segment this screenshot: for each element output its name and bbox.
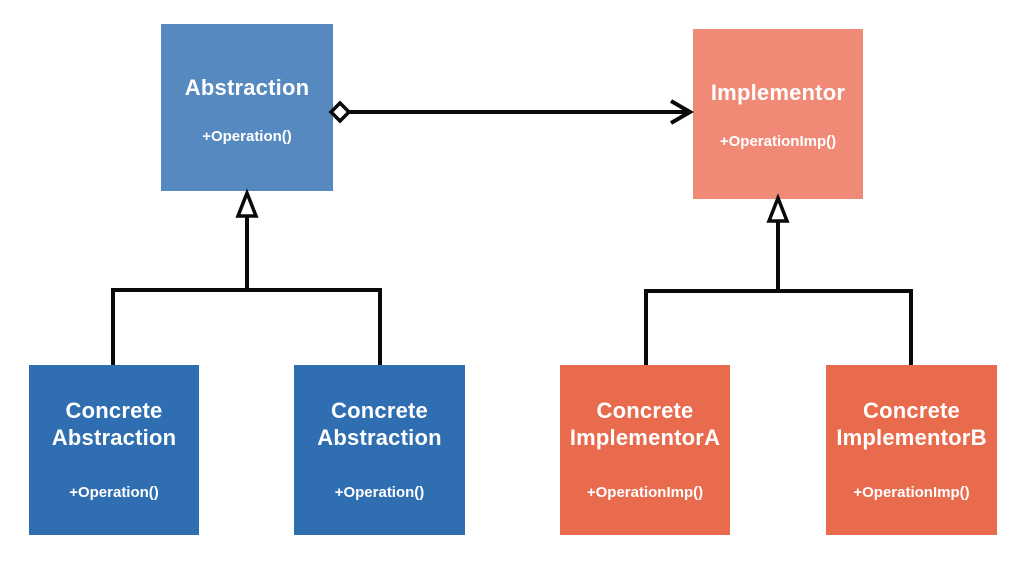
class-method: +OperationImp()	[586, 484, 704, 501]
class-method: +OperationImp()	[853, 484, 970, 501]
class-title: Concrete ImplementorA	[569, 398, 721, 450]
inheritance-triangle-left-icon	[235, 188, 259, 218]
class-title: Concrete Abstraction	[51, 398, 177, 450]
inheritance-triangle-right-icon	[766, 193, 790, 223]
aggregation-arrowhead-icon	[669, 99, 694, 125]
class-method: +Operation()	[69, 484, 159, 501]
class-method: +OperationImp()	[719, 133, 837, 150]
class-node-concrete-implementor-a: Concrete ImplementorA +OperationImp()	[560, 365, 730, 535]
class-node-concrete-abstraction-1: Concrete Abstraction +Operation()	[29, 365, 199, 535]
class-node-concrete-abstraction-2: Concrete Abstraction +Operation()	[294, 365, 465, 535]
class-title: Abstraction	[184, 75, 310, 100]
class-title: Implementor	[710, 80, 846, 105]
class-node-concrete-implementor-b: Concrete ImplementorB +OperationImp()	[826, 365, 997, 535]
class-node-implementor: Implementor +OperationImp()	[693, 29, 863, 199]
class-method: +Operation()	[202, 128, 292, 145]
class-title: Concrete ImplementorB	[836, 398, 987, 450]
inheritance-branch-left	[111, 288, 382, 365]
aggregation-diamond-icon	[328, 100, 352, 124]
inheritance-branch-right	[644, 289, 913, 365]
class-method: +Operation()	[334, 484, 425, 501]
class-node-abstraction: Abstraction +Operation()	[161, 24, 333, 191]
class-title: Concrete Abstraction	[317, 398, 442, 450]
